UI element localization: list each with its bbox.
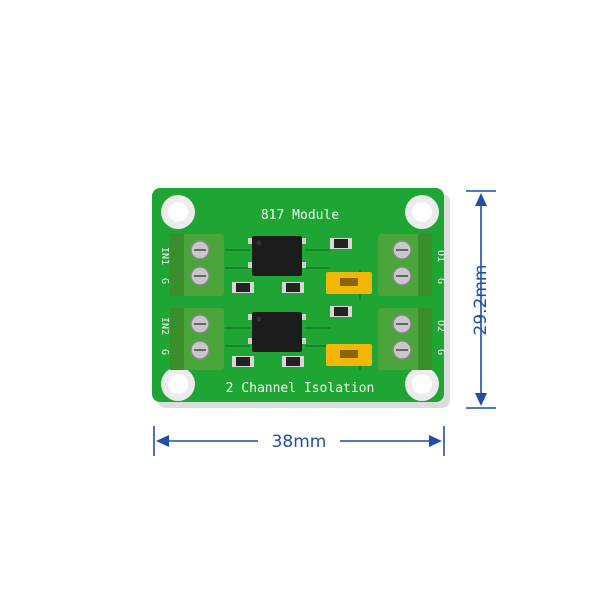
label-g-left-1: G bbox=[159, 278, 170, 284]
label-in1: IN1 bbox=[159, 247, 170, 265]
jumper-2 bbox=[326, 344, 372, 366]
label-in2: IN2 bbox=[159, 317, 170, 335]
label-o1: O1 bbox=[435, 250, 446, 262]
mounting-holes bbox=[161, 195, 439, 401]
optocoupler-1 bbox=[248, 236, 306, 276]
board-title: 817 Module bbox=[261, 208, 339, 223]
jumper-1 bbox=[326, 272, 372, 294]
label-g-right-2: G bbox=[435, 349, 446, 355]
height-label: 29.2mm bbox=[471, 265, 491, 336]
optocoupler-2 bbox=[248, 312, 306, 352]
label-g-left-2: G bbox=[159, 349, 170, 355]
terminal-block-o1 bbox=[378, 234, 432, 296]
width-label: 38mm bbox=[272, 432, 327, 452]
label-o2: O2 bbox=[435, 320, 446, 332]
terminal-block-in1 bbox=[170, 234, 224, 296]
height-dimension bbox=[466, 190, 496, 409]
label-g-right-1: G bbox=[435, 278, 446, 284]
terminal-block-o2 bbox=[378, 308, 432, 370]
width-dimension bbox=[153, 426, 445, 456]
terminal-block-in2 bbox=[170, 308, 224, 370]
smd-resistors bbox=[232, 238, 352, 367]
board-subtitle: 2 Channel Isolation bbox=[226, 381, 375, 396]
